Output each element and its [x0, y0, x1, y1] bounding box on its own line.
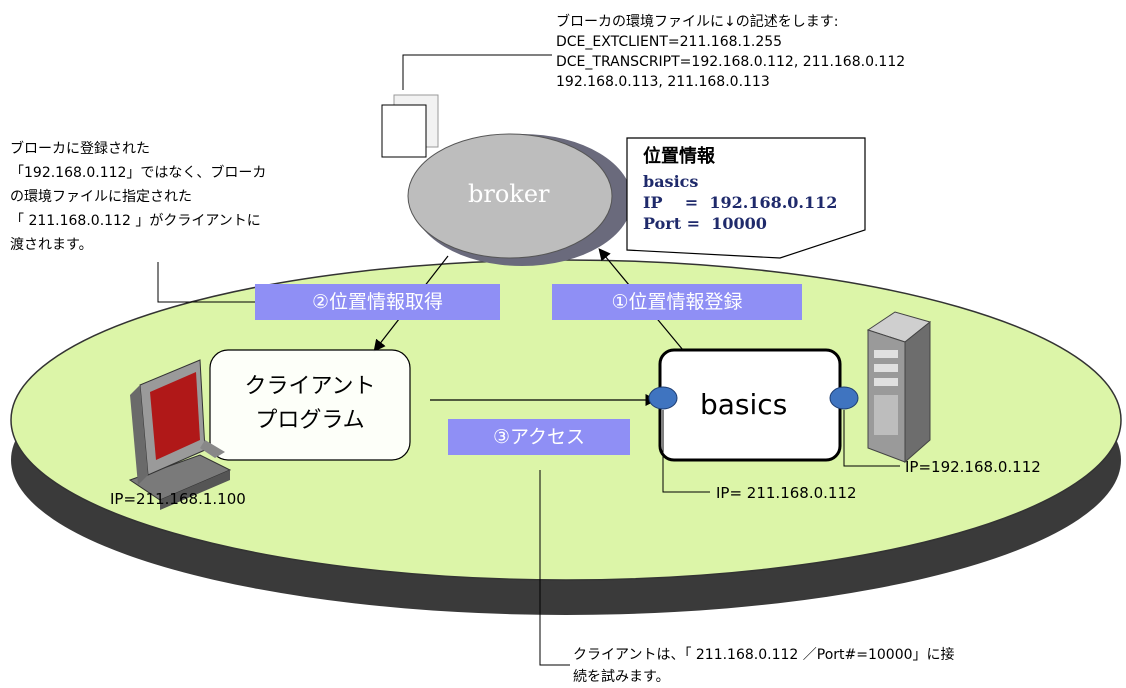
client-program-line-2: プログラム [255, 408, 365, 433]
client-program-label: クライアント プログラム [210, 350, 410, 460]
broker-node [407, 133, 613, 259]
client-pc-icon [128, 359, 232, 510]
left-note-line-2: 「192.168.0.112」ではなく、ブローカ [10, 165, 267, 181]
env-file-icon [381, 104, 427, 158]
client-ip-label: IP=211.168.1.100 [110, 490, 246, 508]
location-card-ip: IP = 192.168.0.112 [643, 193, 838, 212]
client-connect-note: クライアントは、「 211.168.0.112 ／Port#=10000」に接 … [573, 644, 955, 688]
location-card-title: 位置情報 [643, 146, 715, 167]
client-program-line-1: クライアント [244, 374, 376, 399]
left-note-line-3: の環境ファイルに指定された [10, 189, 192, 205]
bottom-note-line-2: 続を試みます。 [573, 669, 670, 685]
basics-server-label: basics [700, 388, 788, 421]
left-note-line-4: 「 211.168.0.112 」がクライアントに [10, 213, 261, 229]
top-note-line-2: DCE_EXTCLIENT=211.168.1.255 [556, 34, 783, 50]
top-note-line-1: ブローカの環境ファイルに↓の記述をします: [556, 14, 839, 30]
bottom-note-line-1: クライアントは、「 211.168.0.112 ／Port#=10000」に接 [573, 647, 955, 663]
client-program-box [209, 349, 411, 461]
top-note-line-3: DCE_TRANSCRIPT=192.168.0.112, 211.168.0.… [556, 54, 906, 70]
step-access-label: ③アクセス [448, 419, 630, 455]
location-card-name: basics [643, 172, 699, 191]
inner-port-dot [648, 386, 678, 410]
bottom-note-connector [539, 470, 570, 666]
broker-label: broker [468, 180, 550, 208]
step-get-location-label: ②位置情報取得 [255, 284, 500, 320]
server-outer-ip-label: IP=192.168.0.112 [905, 458, 1041, 476]
outer-ip-connector [843, 410, 900, 467]
step-register-location-label: ①位置情報登録 [552, 284, 802, 320]
server-inner-ip-label: IP= 211.168.0.112 [716, 484, 857, 502]
top-note-connector [402, 54, 552, 90]
left-note-connector [157, 262, 255, 303]
outer-port-dot [829, 386, 859, 410]
top-note-line-4: 192.168.0.113, 211.168.0.113 [556, 74, 770, 90]
inner-ip-connector [662, 410, 710, 493]
server-tower-icon [866, 311, 932, 464]
broker-env-file-note: ブローカの環境ファイルに↓の記述をします: DCE_EXTCLIENT=211.… [556, 12, 905, 92]
location-card-port: Port = 10000 [643, 214, 767, 233]
left-note-line-5: 渡されます。 [10, 237, 93, 253]
broker-ip-note: ブローカに登録された 「192.168.0.112」ではなく、ブローカ の環境フ… [10, 137, 266, 257]
location-card [626, 137, 866, 259]
left-note-line-1: ブローカに登録された [10, 141, 150, 157]
location-info-card: 位置情報 basics IP = 192.168.0.112 Port = 10… [627, 138, 865, 256]
